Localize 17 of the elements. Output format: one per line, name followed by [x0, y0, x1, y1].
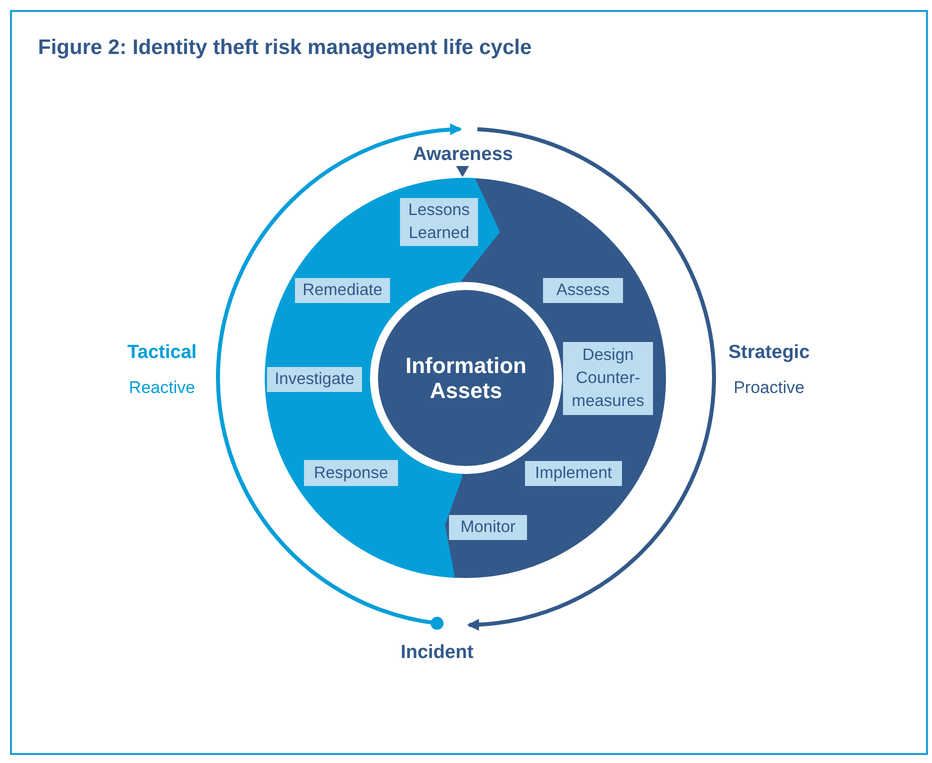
side-subheading: Proactive	[732, 378, 806, 398]
cycle-arrow	[216, 124, 462, 630]
side-heading: Strategic	[727, 342, 811, 364]
milestone-label: Incident	[387, 641, 487, 665]
side-subheading: Reactive	[128, 378, 196, 398]
stage-box: Remediate	[295, 278, 390, 303]
figure-title: Figure 2: Identity theft risk management life cycle	[38, 36, 532, 60]
stage-box: Assess	[543, 278, 623, 303]
stage-box: Response	[304, 460, 398, 486]
stage-box: Implement	[525, 461, 622, 486]
cycle-arrow	[467, 127, 716, 630]
stage-box: Monitor	[449, 515, 527, 540]
side-heading: Tactical	[126, 342, 198, 364]
stage-box: Design Counter-measures	[563, 342, 653, 415]
stage-box: Lessons Learned	[400, 198, 478, 246]
stage-box: Investigate	[267, 367, 362, 392]
milestone-label: Awareness	[403, 143, 523, 167]
